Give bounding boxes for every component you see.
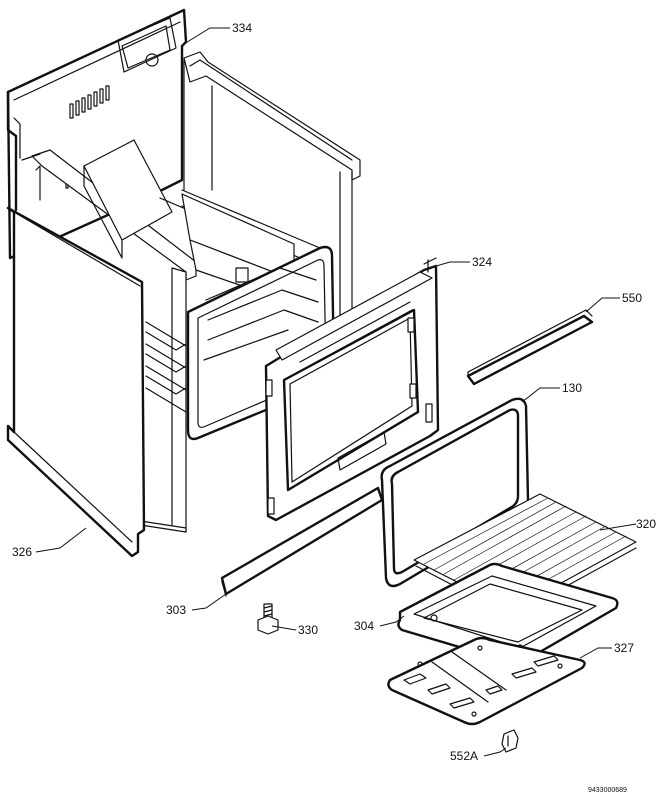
label-552a: 552A [450,749,478,763]
bottom-plate-327 [387,636,586,726]
label-130: 130 [562,381,582,395]
label-330: 330 [298,623,318,637]
front-frame-324 [264,257,440,522]
cabinet-back-panel [6,8,188,260]
label-326: 326 [12,545,32,559]
cabinet-frame [21,51,361,533]
drip-tray-304 [397,562,619,664]
part-labels: 334 324 550 130 320 326 303 330 304 327 … [12,21,656,794]
leader-lines [35,27,637,757]
handle-strip-303 [220,486,384,597]
label-334: 334 [232,21,252,35]
document-number: 9433000689 [588,787,627,794]
label-324: 324 [472,255,492,269]
trim-strip-550 [466,309,594,386]
hinge-clip-552a [501,729,519,753]
oven-cavity [145,193,336,441]
door-seal-130 [380,397,530,588]
label-320: 320 [636,517,656,531]
label-327: 327 [614,641,634,655]
label-303: 303 [166,603,186,617]
side-panel-326 [6,206,146,558]
label-304: 304 [354,619,374,633]
bolt-330 [257,603,279,635]
label-550: 550 [622,291,642,305]
